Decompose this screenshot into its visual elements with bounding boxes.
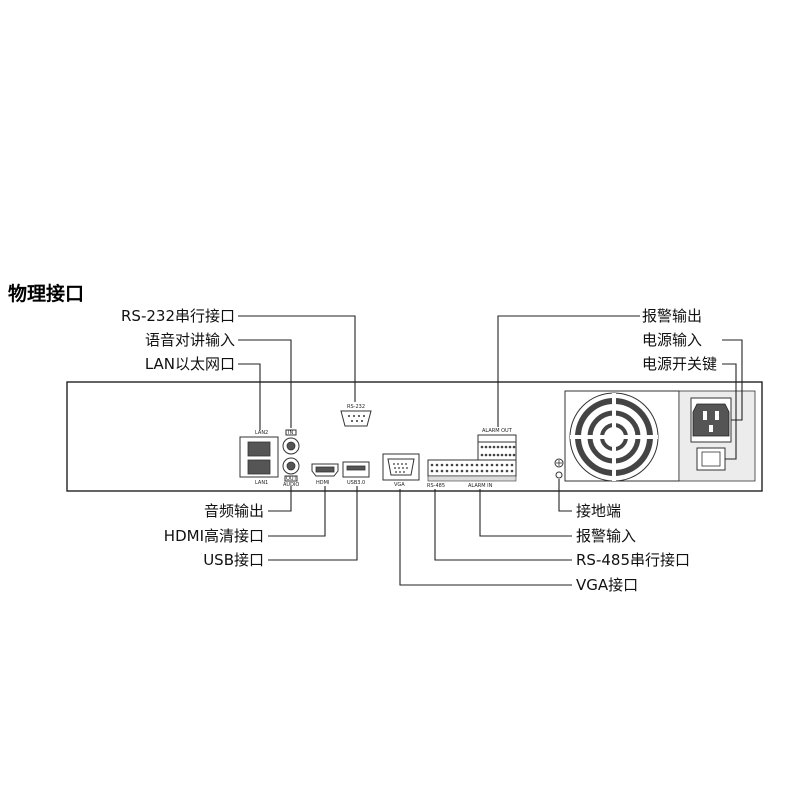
vga-port: VGA xyxy=(382,453,420,488)
power-switch xyxy=(696,447,726,471)
callout-hdmi: HDMI高清接口 xyxy=(164,527,264,545)
leader-power-switch xyxy=(722,363,737,460)
lan-ports: LAN2 LAN1 xyxy=(239,430,279,486)
lan1-label: LAN1 xyxy=(255,480,268,486)
power-inlet xyxy=(690,397,732,443)
lan2-label: LAN2 xyxy=(255,430,268,436)
alarm-out-terminal: ALARM OUT xyxy=(477,428,517,461)
leader-usb xyxy=(268,486,358,561)
callout-usb: USB接口 xyxy=(203,551,264,569)
leader-alarm-in xyxy=(479,489,572,537)
audio-out-label: OUT xyxy=(286,476,298,482)
leader-audio-out xyxy=(268,486,292,512)
alarm-out-label: ALARM OUT xyxy=(482,428,513,434)
leader-voice-in xyxy=(238,339,292,428)
audio-in-label: IN xyxy=(288,430,293,436)
audio-jacks: IN OUT AUDIO xyxy=(282,429,300,488)
callout-power-in: 电源输入 xyxy=(642,331,702,349)
leader-vga xyxy=(399,489,572,586)
callout-power-switch: 电源开关键 xyxy=(642,355,717,373)
callout-lan: LAN以太网口 xyxy=(145,355,235,373)
section-title: 物理接口 xyxy=(8,282,84,305)
usb-port: USB3.0 xyxy=(342,461,370,486)
alarm-in-terminal: RS-485 ALARM IN xyxy=(427,459,517,489)
usb-label: USB3.0 xyxy=(347,480,365,486)
leader-rs232 xyxy=(238,315,356,402)
vga-label: VGA xyxy=(394,482,405,488)
callout-alarm-out: 报警输出 xyxy=(642,307,702,325)
callout-vga: VGA接口 xyxy=(576,576,638,594)
leader-alarm-out xyxy=(497,315,640,427)
leader-lan xyxy=(238,363,261,430)
callout-audio-out: 音频输出 xyxy=(204,502,264,520)
callout-rs232: RS-232串行接口 xyxy=(121,307,235,325)
callout-rs485: RS-485串行接口 xyxy=(576,551,690,569)
leader-ground xyxy=(558,479,572,512)
ground-terminal xyxy=(554,458,564,479)
leader-hdmi xyxy=(268,486,326,537)
hdmi-port: HDMI xyxy=(311,463,339,486)
rs232-label: RS-232 xyxy=(347,404,365,410)
hdmi-label: HDMI xyxy=(316,480,329,486)
alarm-in-label: ALARM IN xyxy=(468,483,493,489)
callout-ground: 接地端 xyxy=(576,502,621,520)
rs232-port: RS-232 xyxy=(340,404,372,427)
leader-rs485 xyxy=(434,489,572,561)
rs485-label: RS-485 xyxy=(427,483,445,489)
callout-voice-in: 语音对讲输入 xyxy=(145,331,235,349)
audio-label: AUDIO xyxy=(283,482,299,488)
callout-alarm-in: 报警输入 xyxy=(576,527,636,545)
